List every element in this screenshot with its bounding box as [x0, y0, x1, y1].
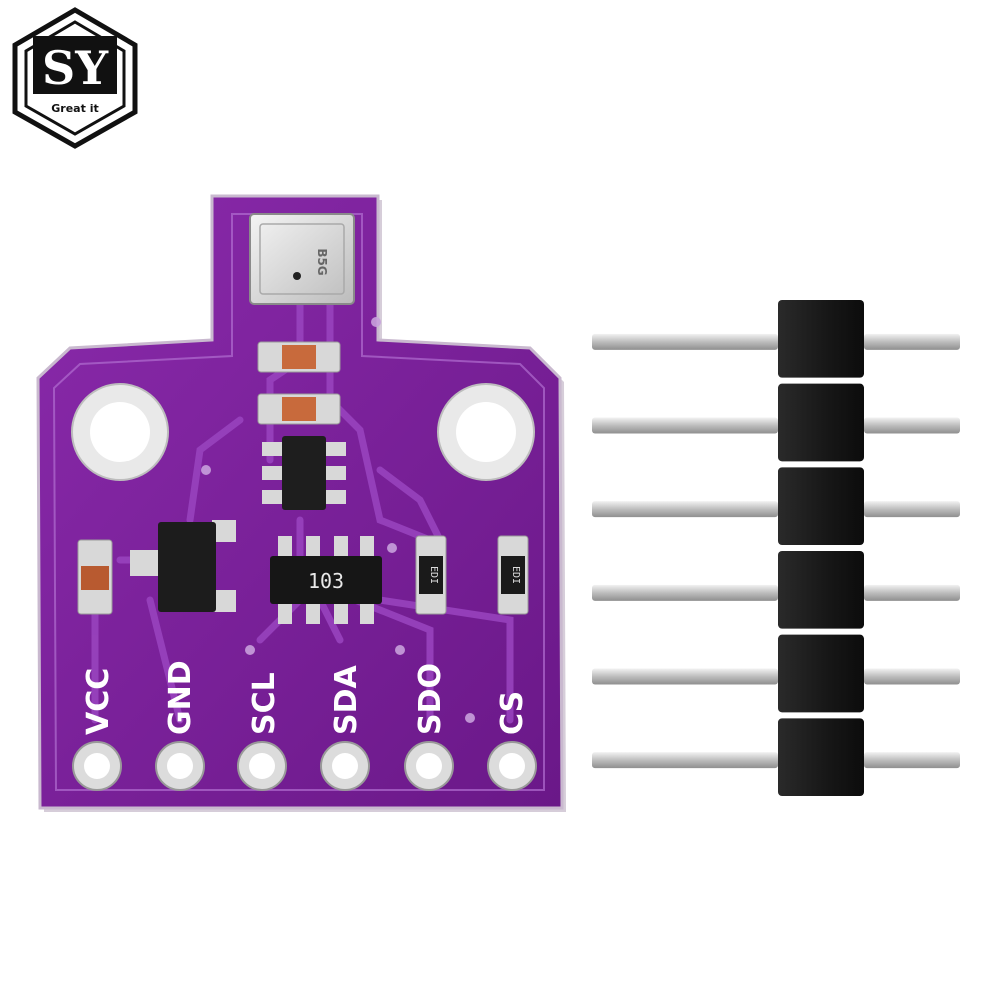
- pin-pad-sda: [320, 741, 370, 791]
- pin-pad-vcc: [72, 741, 122, 791]
- header-housing-segment: [778, 634, 864, 713]
- pin-label-gnd: GND: [163, 660, 198, 735]
- brand-logo: SY Great it: [12, 7, 138, 149]
- resistor-array: 103: [270, 536, 382, 624]
- header-housing-segment: [778, 718, 864, 796]
- capacitor-bottom: [257, 393, 341, 425]
- mounting-hole-right: [437, 383, 535, 481]
- resistor-code-1: EDI: [428, 566, 439, 584]
- sensor-marking: B5G: [315, 248, 329, 275]
- pin-pad-scl: [237, 741, 287, 791]
- pin-labels: VCC GND SCL SDA SDO CS: [81, 660, 530, 735]
- resistor-cs: EDI: [497, 535, 529, 615]
- capacitor-top: [257, 341, 341, 373]
- sensor-board: B5G: [36, 194, 566, 812]
- pin-pads: [72, 741, 537, 791]
- ic-chip: [262, 436, 346, 510]
- pin-label-vcc: VCC: [81, 668, 116, 735]
- header-housing-segment: [778, 467, 864, 545]
- header-pin-short: [864, 752, 960, 769]
- pressure-sensor-chip: B5G: [249, 213, 355, 305]
- header-pin-long: [592, 333, 778, 350]
- resistor-code-2: EDI: [510, 566, 521, 584]
- header-pin-short: [864, 668, 960, 685]
- header-pin-short: [864, 584, 960, 601]
- pin-label-sda: SDA: [329, 664, 364, 735]
- pin-label-sdo: SDO: [413, 663, 448, 735]
- resistor-sdo: EDI: [415, 535, 447, 615]
- logo-letters: SY: [42, 41, 109, 95]
- voltage-regulator: [130, 520, 236, 612]
- pin-label-scl: SCL: [247, 672, 282, 735]
- header-housing-segment: [778, 551, 864, 629]
- pin-pad-cs: [487, 741, 537, 791]
- pin-label-cs: CS: [495, 691, 530, 735]
- pin-pad-gnd: [155, 741, 205, 791]
- logo-tagline: Great it: [51, 102, 98, 115]
- mounting-hole-left: [71, 383, 169, 481]
- header-housing-segment: [778, 383, 864, 462]
- resistor-array-code: 103: [308, 569, 344, 593]
- header-pin-long: [592, 501, 778, 518]
- header-pin-long: [592, 752, 778, 769]
- header-pin-short: [864, 333, 960, 350]
- header-pin-short: [864, 501, 960, 518]
- header-housing-segment: [778, 300, 864, 378]
- header-pin-long: [592, 668, 778, 685]
- header-pin-long: [592, 584, 778, 601]
- header-pin-short: [864, 417, 960, 434]
- pin-header: [592, 300, 960, 796]
- header-pin-long: [592, 417, 778, 434]
- pin-pad-sdo: [404, 741, 454, 791]
- capacitor-left: [77, 539, 113, 615]
